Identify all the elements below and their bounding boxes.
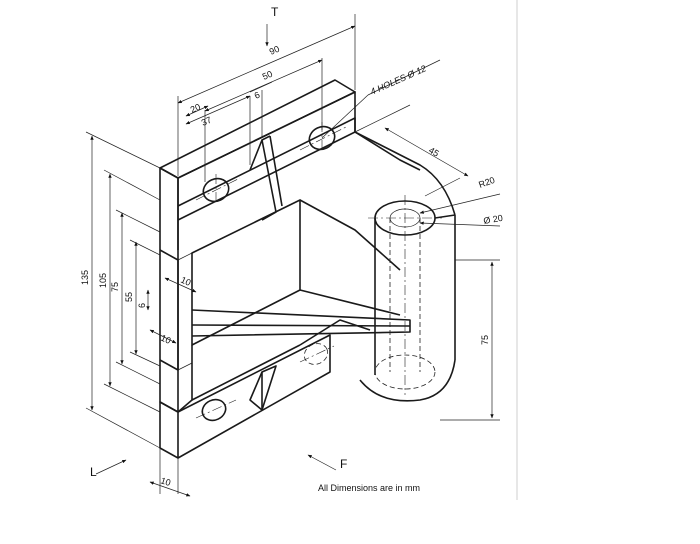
view-label-front: F [340, 457, 347, 471]
upper-flange [177, 117, 356, 221]
dim-rib-6: 6 [137, 303, 147, 308]
back-plate [159, 79, 356, 459]
dim-boss-height: 75 [480, 335, 490, 345]
dim-height-total: 135 [80, 270, 90, 285]
dim-boss-radius: R20 [477, 175, 496, 190]
dim-slot-10b: 10 [159, 333, 172, 346]
cylindrical-boss [354, 131, 456, 402]
dim-hole-spacing: 50 [261, 69, 274, 82]
arm-body [177, 131, 421, 413]
dim-height-55: 55 [124, 292, 134, 302]
view-label-top: T [271, 5, 279, 19]
dim-plate-thickness: 10 [159, 475, 172, 488]
dim-rib-thickness: 6 [253, 90, 262, 101]
dim-boss-length: 45 [427, 145, 441, 159]
dim-hole-offset: 20 [189, 102, 202, 115]
upper-rib [249, 135, 283, 221]
lower-rib [249, 365, 277, 411]
dim-boss-bore: Ø 20 [483, 213, 504, 226]
dim-height-75: 75 [110, 282, 120, 292]
dim-height-105: 105 [98, 273, 108, 288]
dim-rib-offset: 37 [200, 115, 213, 128]
dim-overall-width: 90 [268, 44, 281, 57]
dim-slot-depth: 10 [179, 275, 192, 288]
lower-holes [195, 343, 335, 422]
dimension-lines [85, 14, 501, 497]
holes-note: 4 HOLES Ø 12 [369, 63, 428, 97]
units-note: All Dimensions are in mm [318, 483, 420, 493]
view-label-left: L [90, 465, 97, 479]
